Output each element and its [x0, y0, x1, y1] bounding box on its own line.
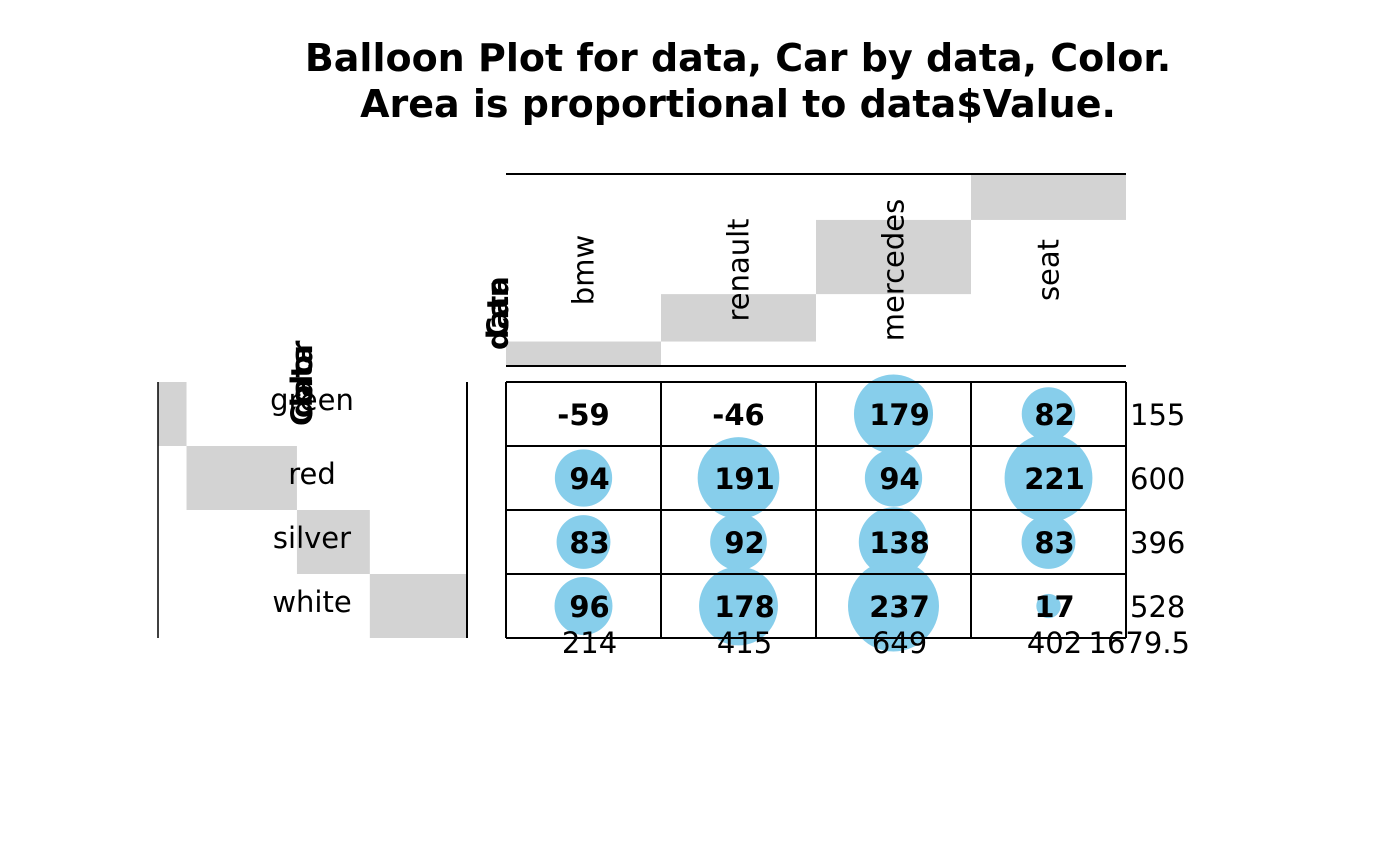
row-label: red: [288, 457, 336, 491]
balloon: [864, 449, 923, 507]
balloon: [1036, 593, 1061, 619]
row-margin-bar: [186, 446, 297, 510]
cell-value: -59: [557, 398, 609, 432]
row-total: 155: [1130, 398, 1185, 432]
balloon: [697, 437, 780, 519]
row-margin-bar: [369, 574, 467, 638]
column-total: 402: [1027, 626, 1082, 660]
balloon: [848, 560, 939, 652]
row-margin-bar: [158, 382, 187, 446]
cell-value: 94: [569, 462, 609, 496]
cell-value: 82: [1034, 398, 1074, 432]
chart-title: Balloon Plot for data, Car by data, Colo…: [305, 36, 1171, 80]
balloon: [556, 515, 611, 569]
column-total: 415: [717, 626, 772, 660]
cell-value: 221: [1024, 462, 1085, 496]
balloon: [1021, 515, 1076, 569]
column-margin-bar: [661, 294, 816, 342]
column-total: 214: [562, 626, 617, 660]
cell-value: 96: [569, 590, 609, 624]
row-total: 600: [1130, 462, 1185, 496]
cell-value: 178: [714, 590, 775, 624]
cell-value: 237: [869, 590, 930, 624]
balloon: [1004, 434, 1093, 522]
balloon: [554, 577, 613, 635]
row-label: silver: [273, 521, 351, 555]
cell-value: 191: [714, 462, 775, 496]
column-total: 649: [872, 626, 927, 660]
row-total: 528: [1130, 590, 1185, 624]
cell-value: 179: [869, 398, 930, 432]
balloons: [554, 374, 1093, 652]
column-label: renault: [722, 218, 756, 321]
column-margin-bar: [506, 341, 661, 366]
balloon: [554, 449, 613, 507]
row-margin-bar: [296, 510, 370, 574]
column-label: seat: [1032, 239, 1066, 301]
row-variable-label-color: Color: [285, 340, 319, 426]
cell-value: 94: [879, 462, 919, 496]
balloon: [699, 566, 778, 646]
balloon: [1021, 387, 1076, 441]
balloon: [710, 513, 767, 571]
table-grid: [157, 173, 1127, 639]
balloon: [853, 374, 934, 454]
cell-value: -46: [712, 398, 764, 432]
column-margin-bar: [971, 174, 1126, 220]
row-margin-bars: [158, 382, 467, 638]
cell-value: 83: [569, 526, 609, 560]
column-margin-bars: [506, 174, 1126, 366]
column-label: bmw: [567, 235, 601, 305]
row-variable-label-data: data: [285, 344, 319, 418]
grand-total: 1679.5: [1089, 626, 1190, 660]
column-variable-label-car: Car: [481, 282, 515, 338]
row-label: white: [272, 585, 351, 619]
labels: bmw renault mercedes seat green red silver whit…: [270, 199, 1190, 660]
cell-value: 17: [1034, 590, 1074, 624]
chart-subtitle: Area is proportional to data$Value.: [360, 82, 1116, 126]
cell-value: 138: [869, 526, 930, 560]
cell-value: 83: [1034, 526, 1074, 560]
balloon: [858, 507, 929, 577]
column-margin-bar: [816, 219, 971, 295]
row-total: 396: [1130, 526, 1185, 560]
row-label: green: [270, 383, 354, 417]
column-variable-label-data: data: [481, 276, 515, 350]
column-label: mercedes: [877, 199, 911, 342]
cell-value: 92: [724, 526, 764, 560]
